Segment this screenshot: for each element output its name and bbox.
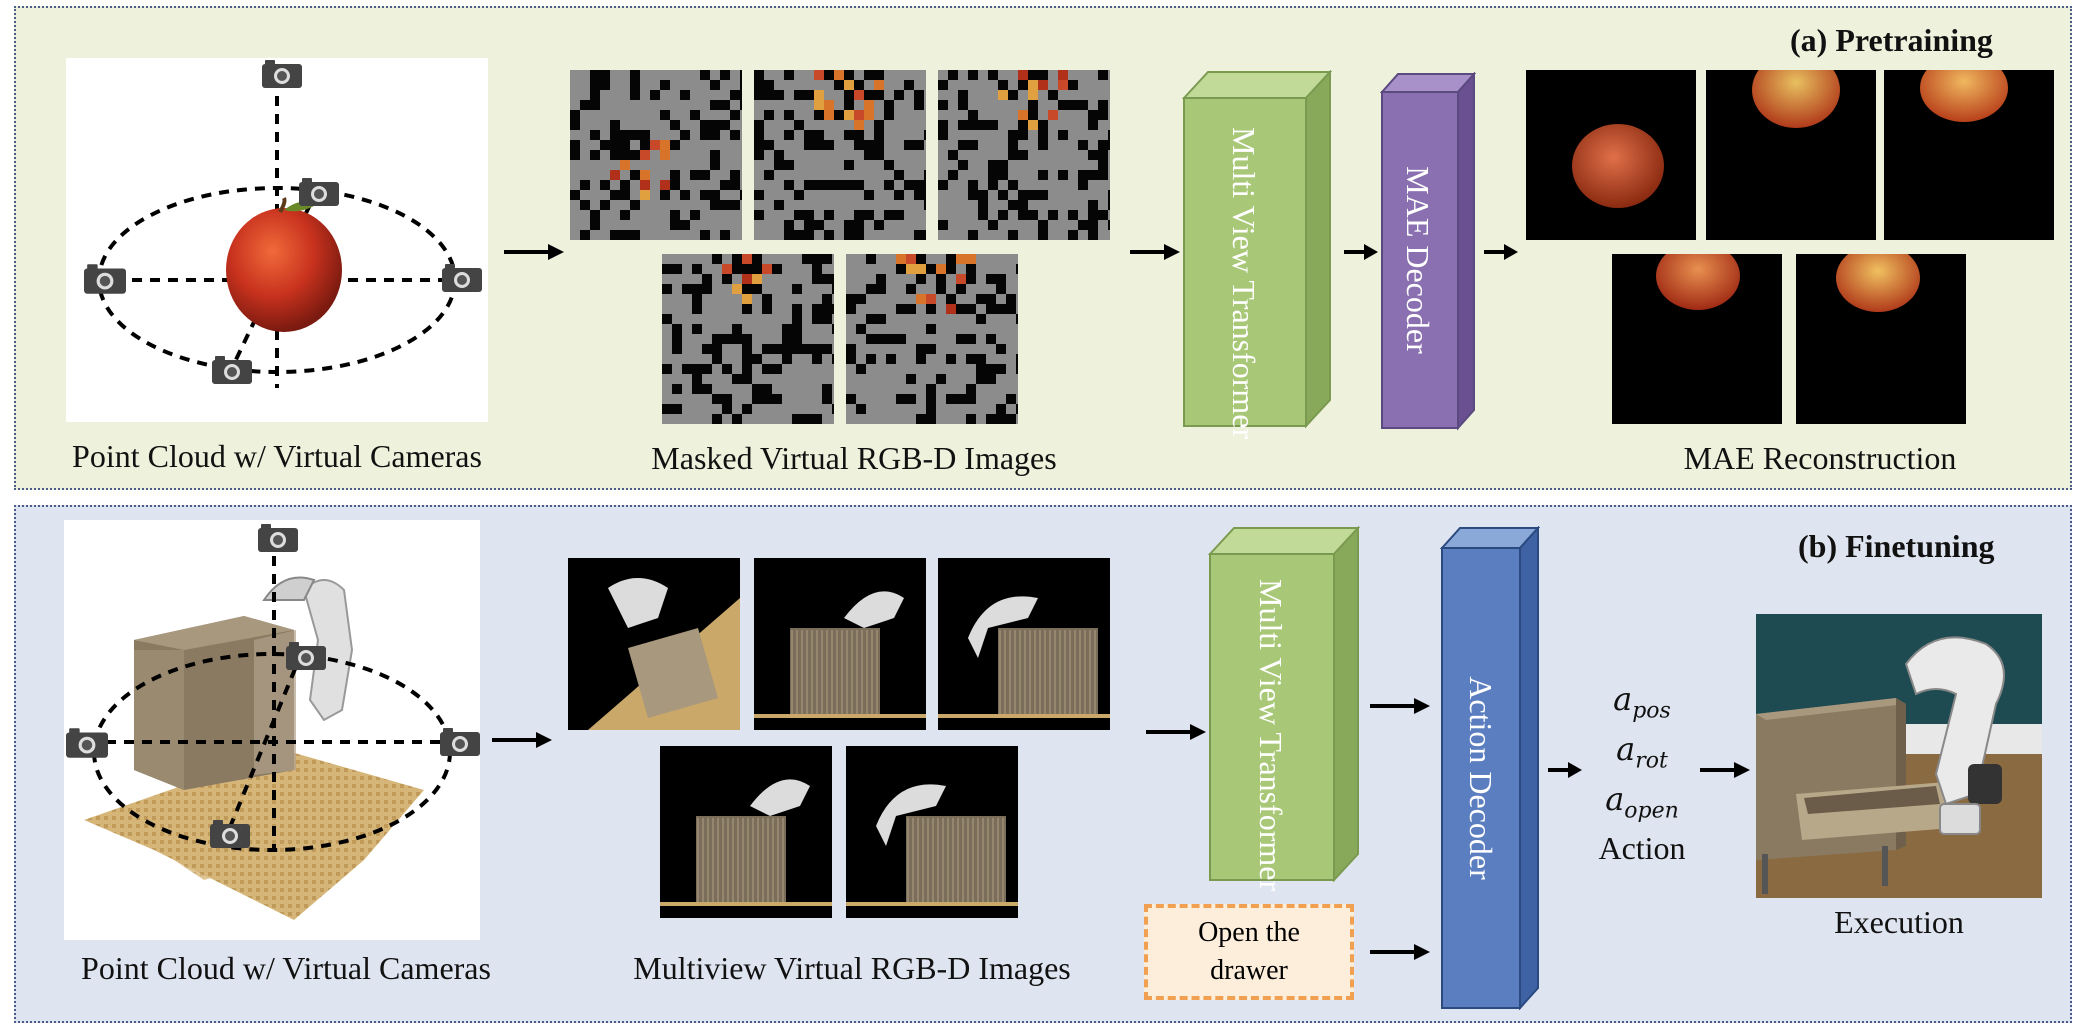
action-decoder-block <box>1440 526 1540 1010</box>
action-decoder-label: Action Decoder <box>1463 676 1499 880</box>
action-term-open: aopen <box>1605 780 1679 824</box>
arrow-right-icon <box>1146 724 1206 740</box>
pretraining-pointcloud-caption: Point Cloud w/ Virtual Cameras <box>72 438 482 474</box>
execution-image <box>1756 614 2042 898</box>
finetuning-point-cloud <box>64 520 480 940</box>
camera-icon <box>262 60 302 88</box>
camera-icon <box>440 728 480 756</box>
arrow-right-icon <box>504 244 564 260</box>
arrow-right-icon <box>1700 762 1750 778</box>
pretraining-mvt-block <box>1182 70 1332 429</box>
action-label: Action <box>1598 830 1686 866</box>
camera-icon <box>286 642 326 670</box>
camera-icon <box>210 820 250 848</box>
recon-view-3 <box>1884 70 2054 240</box>
camera-icon <box>212 356 252 384</box>
camera-icon <box>84 264 126 294</box>
recon-caption: MAE Reconstruction <box>1683 440 1957 476</box>
masked-images-caption: Masked Virtual RGB-D Images <box>651 440 1057 476</box>
finetuning-title: (b) Finetuning <box>1798 528 1995 564</box>
camera-icon <box>442 264 482 292</box>
arrow-right-icon <box>1548 762 1582 778</box>
action-term-rot: arot <box>1616 730 1668 774</box>
camera-icon <box>66 728 108 758</box>
multiview-view-2 <box>754 558 926 730</box>
mae-decoder-label: MAE Decoder <box>1400 166 1436 354</box>
pretraining-mvt-label: Multi View Transformer <box>1226 127 1262 440</box>
arrow-right-icon <box>1344 244 1378 260</box>
multiview-view-1 <box>568 558 740 730</box>
masked-view-3 <box>938 70 1110 240</box>
pretraining-point-cloud <box>66 58 488 422</box>
pretraining-title: (a) Pretraining <box>1790 22 1993 58</box>
action-term-pos: apos <box>1613 680 1671 724</box>
multiview-caption: Multiview Virtual RGB-D Images <box>633 950 1071 986</box>
recon-view-1 <box>1526 70 1696 240</box>
multiview-view-4 <box>660 746 832 918</box>
camera-icon <box>258 524 298 552</box>
finetuning-mvt-block <box>1208 526 1360 882</box>
arrow-right-icon <box>1370 698 1430 714</box>
multiview-view-3 <box>938 558 1110 730</box>
arrow-right-icon <box>492 732 552 748</box>
arrow-right-icon <box>1484 244 1518 260</box>
multiview-view-5 <box>846 746 1018 918</box>
arrow-right-icon <box>1370 944 1430 960</box>
recon-view-5 <box>1796 254 1966 424</box>
mae-decoder-block <box>1380 72 1476 431</box>
prompt-text: Open the drawer <box>1198 917 1300 986</box>
language-prompt: Open the drawer <box>1144 904 1354 1000</box>
arrow-right-icon <box>1130 244 1180 260</box>
finetuning-mvt-label: Multi View Transformer <box>1253 579 1289 892</box>
masked-view-4 <box>662 254 834 424</box>
recon-view-4 <box>1612 254 1782 424</box>
masked-view-5 <box>846 254 1018 424</box>
execution-caption: Execution <box>1834 904 1964 940</box>
finetuning-pointcloud-caption: Point Cloud w/ Virtual Cameras <box>81 950 491 986</box>
recon-view-2 <box>1706 70 1876 240</box>
camera-icon <box>299 178 339 206</box>
masked-view-2 <box>754 70 926 240</box>
masked-view-1 <box>570 70 742 240</box>
